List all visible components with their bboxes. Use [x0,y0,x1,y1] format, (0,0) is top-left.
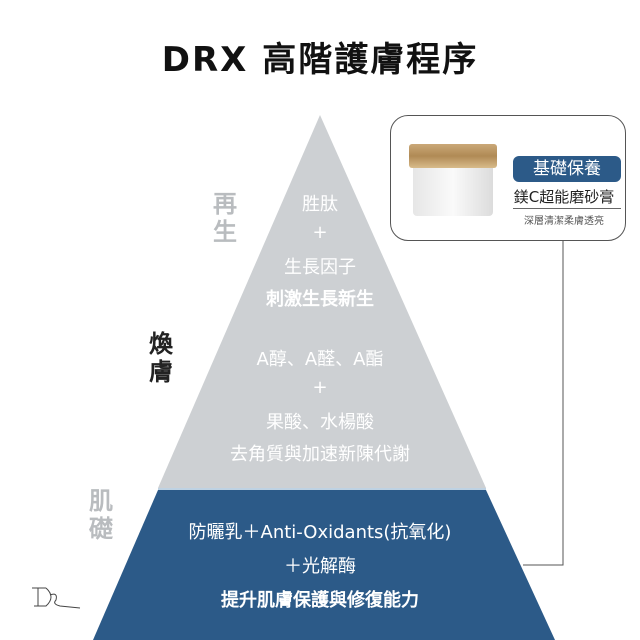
product-card: 基礎保養 鎂C超能磨砂膏 深層清潔柔膚透亮 [390,115,626,241]
product-badge: 基礎保養 [513,156,621,182]
product-desc: 深層清潔柔膚透亮 [524,216,604,227]
middle-line-4: 去角質與加速新陳代謝 [230,444,410,465]
level-label-middle: 煥膚 [149,330,173,386]
connector-line [523,240,564,566]
pyramid-upper [158,115,486,488]
base-line-2: ＋光解酶 [284,556,356,577]
middle-line-1: A醇、A醛、A酯 [256,349,384,370]
base-line-1: 防曬乳＋Anti-Oxidants(抗氧化) [188,522,452,543]
level-label-top: 再生 [213,190,237,246]
dr-logo [32,587,81,609]
top-line-2: + [312,222,328,243]
pyramid-base [93,490,555,640]
level-label-base: 肌礎 [89,487,113,543]
top-highlight: 刺激生長新生 [266,289,374,310]
top-line-1: 胜肽 [302,194,338,215]
base-highlight: 提升肌膚保護與修復能力 [221,590,419,611]
middle-line-2: + [312,377,328,398]
middle-line-3: 果酸、水楊酸 [266,412,374,433]
product-jar-image [409,144,497,216]
page-title: DRX 高階護膚程序 [161,40,479,80]
product-name: 鎂C超能磨砂膏 [513,188,615,206]
top-line-3: 生長因子 [284,257,356,278]
product-divider [513,208,621,209]
